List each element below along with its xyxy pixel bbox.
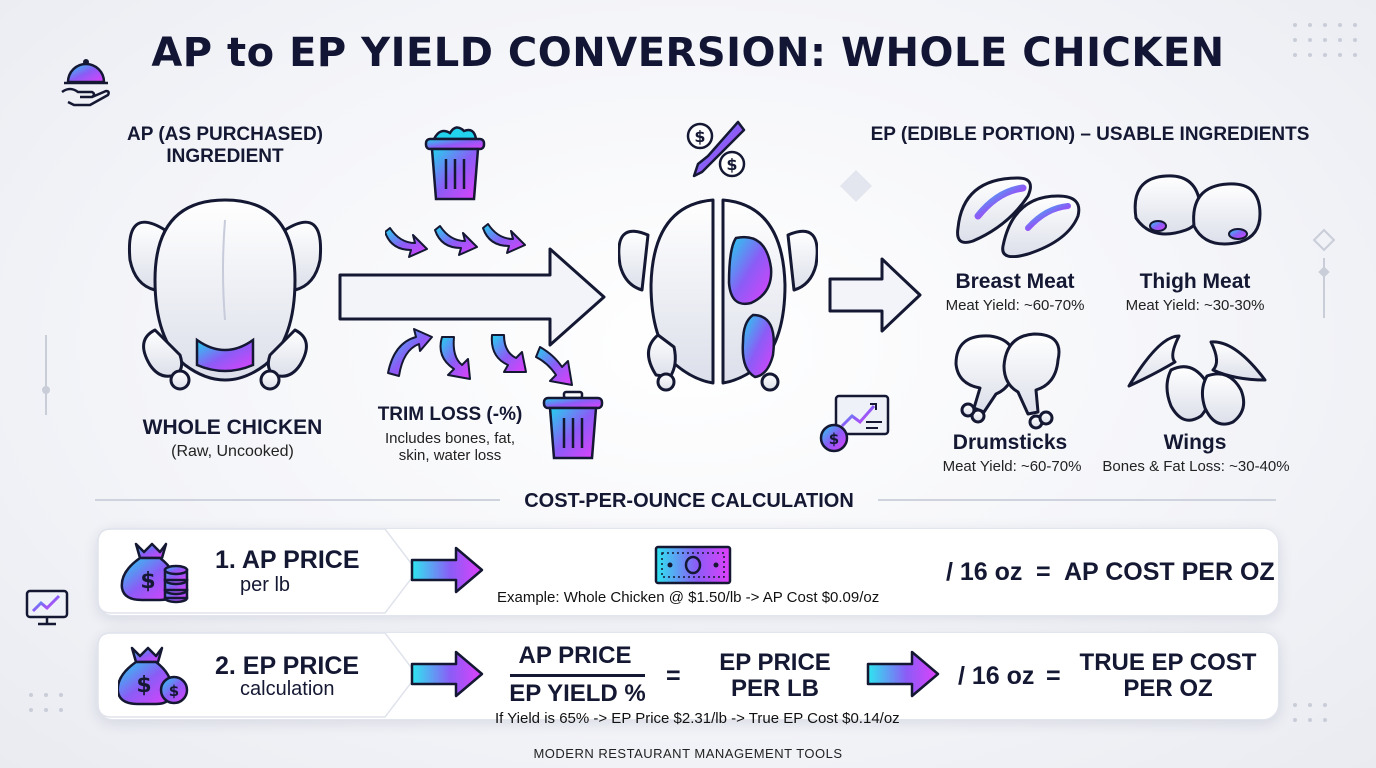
chicken-thigh-icon [1133, 174, 1262, 246]
ep-item-name: Drumsticks [952, 431, 1068, 454]
divide-16oz: / 16 oz [958, 662, 1035, 690]
trim-loss-label: TRIM LOSS (-%) [377, 404, 523, 425]
money-bag-icon: $ $ [118, 646, 189, 706]
true-ep-cost-per-oz: TRUE EP COST PER OZ [1079, 649, 1257, 702]
ap-example-text: Example: Whole Chicken @ $1.50/lb -> AP … [497, 589, 880, 606]
drumstick-icon [954, 332, 1061, 430]
ap-cost-per-oz: AP COST PER OZ [1064, 558, 1275, 586]
ep-item-name: Breast Meat [955, 270, 1075, 293]
ep-item-name: Wings [1163, 431, 1227, 454]
conversion-arrow-icon [338, 247, 606, 347]
svg-text:$: $ [694, 127, 705, 146]
ep-item-yield: Bones & Fat Loss: ~30-40% [1102, 458, 1290, 475]
ep-item-yield: Meat Yield: ~60-70% [942, 458, 1082, 475]
section-divider [878, 499, 1276, 501]
sparkle-decoration [42, 335, 50, 415]
ep-example-text: If Yield is 65% -> EP Price $2.31/lb -> … [495, 710, 900, 727]
ep-price-per-lb: EP PRICE PER LB [719, 649, 831, 702]
to-ep-arrow-icon [828, 257, 922, 333]
dot-grid-decoration [1293, 23, 1357, 57]
arrow-right-icon [410, 546, 484, 594]
trim-loss-description: Includes bones, fat, skin, water loss [384, 430, 516, 464]
monitor-chart-icon [25, 589, 69, 626]
cost-knife-icon: $ $ [686, 120, 746, 178]
dollar-bill-icon [654, 545, 732, 585]
equals-sign: = [666, 662, 681, 690]
page-title: AP to EP YIELD CONVERSION: WHOLE CHICKEN [151, 30, 1225, 76]
chicken-wing-icon [1127, 334, 1267, 426]
section-divider [95, 499, 500, 501]
arrow-right-icon [866, 650, 940, 698]
dot-grid-decoration [1293, 703, 1327, 722]
dot-grid-decoration [29, 693, 63, 712]
trash-can-icon [424, 126, 486, 201]
diamond-decoration [840, 170, 872, 202]
money-bag-coins-icon: $ [120, 542, 189, 604]
ap-heading: AP (AS PURCHASED) INGREDIENT [126, 124, 323, 167]
svg-text:$: $ [140, 569, 155, 594]
cost-section-heading: COST-PER-OUNCE CALCULATION [524, 490, 854, 512]
ap-item-name: WHOLE CHICKEN [142, 416, 323, 439]
equals-sign: = [1046, 662, 1061, 690]
svg-text:$: $ [136, 673, 151, 698]
ap-item-subtitle: (Raw, Uncooked) [171, 443, 294, 460]
butchered-chicken-icon [618, 198, 818, 392]
svg-text:$: $ [169, 682, 179, 700]
trash-bin-icon [542, 390, 604, 460]
trim-arrows-icon [385, 223, 526, 258]
divide-16oz: / 16 oz [946, 558, 1023, 586]
chicken-breast-icon [956, 176, 1081, 258]
serving-cloche-icon [61, 59, 110, 107]
price-chart-icon: $ [819, 394, 890, 453]
ep-item-yield: Meat Yield: ~60-70% [945, 297, 1085, 314]
ep-price-label: 2. EP PRICE [215, 652, 360, 680]
ep-item-yield: Meat Yield: ~30-30% [1125, 297, 1265, 314]
svg-text:$: $ [726, 155, 737, 174]
ep-item-name: Thigh Meat [1139, 270, 1251, 293]
ep-price-sublabel: calculation [240, 678, 335, 700]
footer-text: MODERN RESTAURANT MANAGEMENT TOOLS [533, 746, 843, 761]
ap-price-label: 1. AP PRICE [215, 546, 360, 574]
arrow-right-icon [410, 650, 484, 698]
ep-heading: EP (EDIBLE PORTION) – USABLE INGREDIENTS [870, 124, 1310, 145]
equals-sign: = [1036, 558, 1051, 586]
diamond-decoration [1312, 228, 1336, 318]
fraction-bar [510, 674, 645, 677]
fraction-denominator: EP YIELD % [509, 680, 646, 707]
fraction-numerator: AP PRICE [518, 642, 632, 669]
svg-text:$: $ [829, 430, 839, 448]
trim-loss-arrows-icon [387, 328, 573, 386]
whole-chicken-icon [127, 198, 323, 391]
ap-price-sublabel: per lb [240, 574, 291, 596]
